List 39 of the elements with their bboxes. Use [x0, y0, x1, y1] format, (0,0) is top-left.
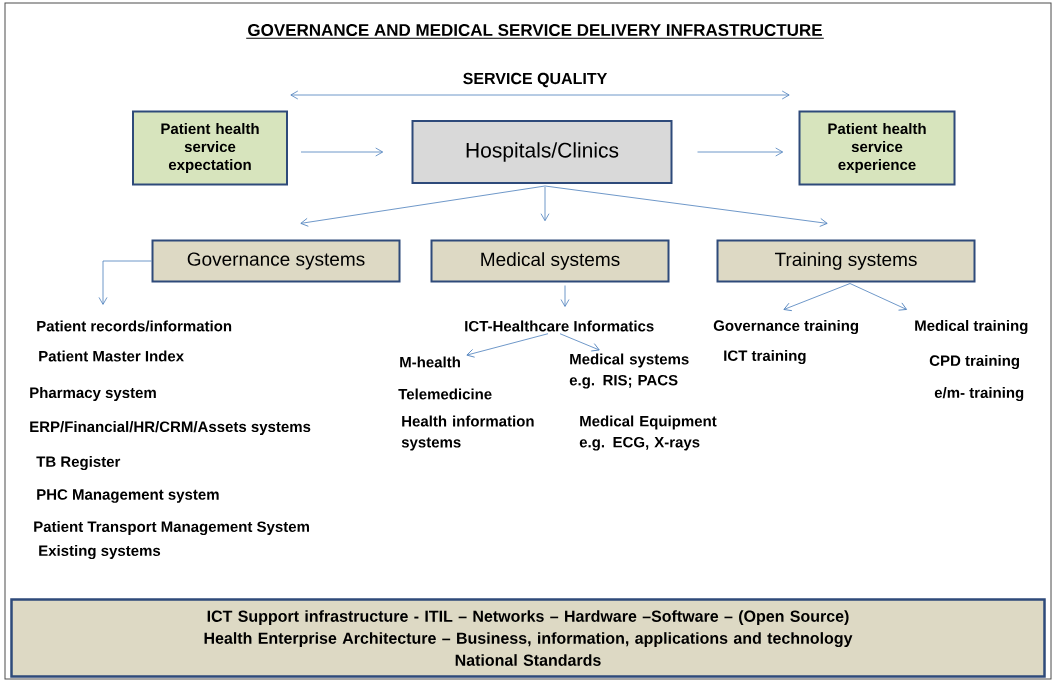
list-item: Medical Equipment e.g. ECG, X-rays	[579, 415, 717, 451]
list-item: Existing systems	[39, 545, 161, 560]
list-item: Health information systems	[401, 415, 534, 451]
list-item: Telemedicine	[398, 388, 492, 400]
system-box: Governance systems	[151, 239, 401, 283]
list-item: e/m- training	[934, 387, 1024, 402]
hospital-box: Hospitals/Clinics	[411, 120, 673, 184]
system-box: Training systems	[716, 239, 976, 283]
arrow	[466, 333, 549, 358]
list-heading: Patient records/information	[37, 320, 232, 332]
list-item: Medical systems e.g. RIS; PACS	[569, 353, 689, 389]
list-heading: ICT-Healthcare Informatics	[465, 320, 654, 332]
system-box: Medical systems	[430, 239, 670, 283]
arrow	[300, 185, 546, 227]
heading: SERVICE QUALITY	[463, 72, 608, 88]
list-item: PHC Management system	[37, 489, 219, 503]
arrow	[98, 260, 152, 305]
list-item: Pharmacy system	[30, 387, 156, 401]
arrow	[544, 185, 828, 227]
arrow	[697, 147, 784, 157]
arrow	[559, 333, 600, 352]
infrastructure-band: ICT Support infrastructure - ITIL – Networks – Hardware –Software – (Open Source) Health Enterprise Architecture – Business, information, applications and technology National Standards	[10, 598, 1046, 678]
list-heading: Governance training	[713, 320, 859, 335]
arrow	[540, 186, 550, 222]
list-item: Patient Master Index	[39, 350, 184, 362]
arrow	[783, 283, 851, 312]
list-heading: Medical training	[915, 320, 1028, 335]
list-item: TB Register	[36, 456, 121, 471]
arrow	[560, 285, 570, 307]
experience-box: Patient health service experience	[798, 110, 956, 186]
arrow	[849, 283, 907, 311]
title: GOVERNANCE AND MEDICAL SERVICE DELIVERY INFRASTRUCTURE	[245, 24, 825, 39]
list-item: Patient Transport Management System	[34, 521, 309, 536]
list-item: M-health	[400, 356, 460, 368]
arrow	[300, 147, 384, 157]
list-item: ICT training	[724, 350, 806, 365]
list-item: CPD training	[929, 355, 1019, 370]
expectation-box: Patient health service expectation	[132, 110, 288, 186]
list-item: ERP/Financial/HR/CRM/Assets systems	[30, 421, 311, 435]
